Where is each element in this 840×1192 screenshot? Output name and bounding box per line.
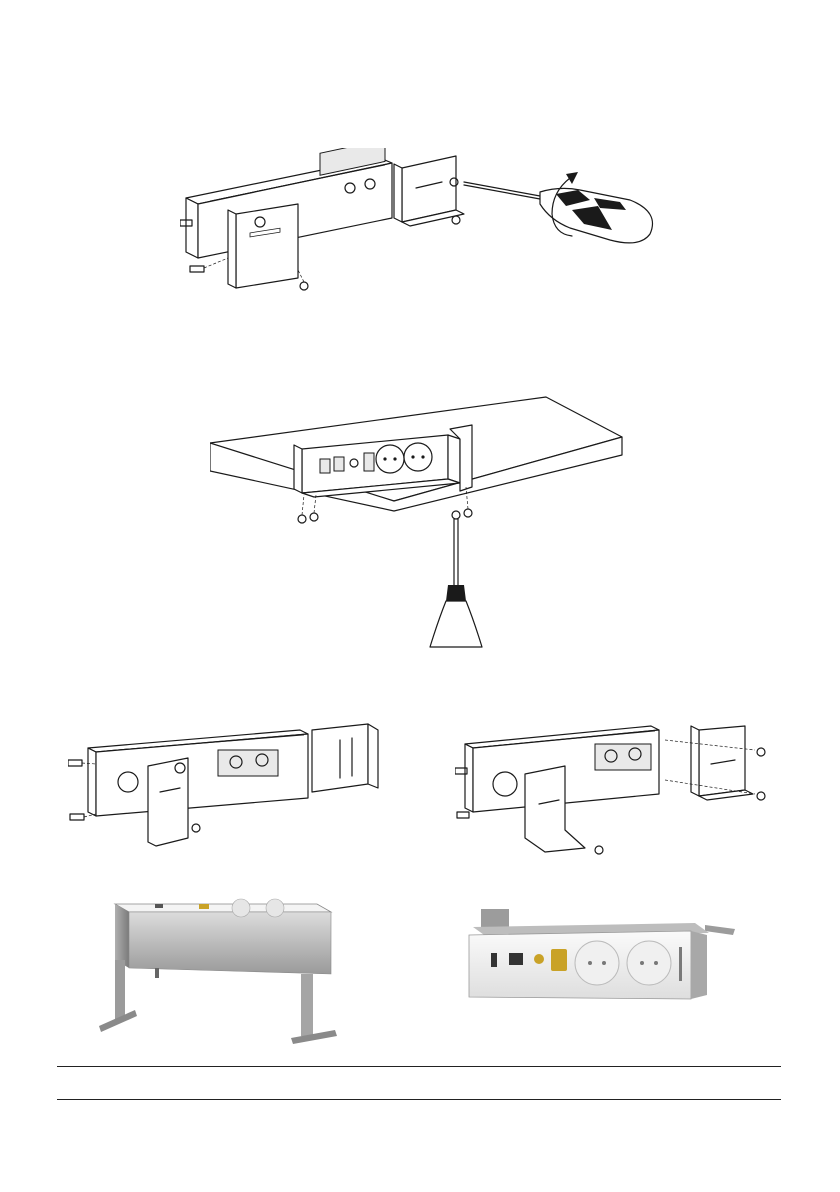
figure-step-remove-brackets [180,148,660,296]
photo-horizontal-mount [465,905,740,1005]
drawing-remove-brackets [180,148,660,296]
footer-rule-top [57,1066,781,1067]
figure-product-photo-vertical-mount [95,898,345,1048]
photo-vertical-mount [95,898,345,1048]
drawing-bracket-variant-a [68,722,390,850]
figure-product-photo-horizontal-mount [465,905,740,1005]
figure-step-bracket-variant-b [455,720,775,858]
drawing-bracket-variant-b [455,720,775,858]
figure-step-bracket-variant-a [68,722,390,850]
drawing-under-desk-mount [210,395,630,650]
screw-icon [298,509,472,523]
footer-rule-bottom [57,1099,781,1100]
screwdriver-icon [430,519,482,647]
figure-step-under-desk-mount [210,395,630,650]
